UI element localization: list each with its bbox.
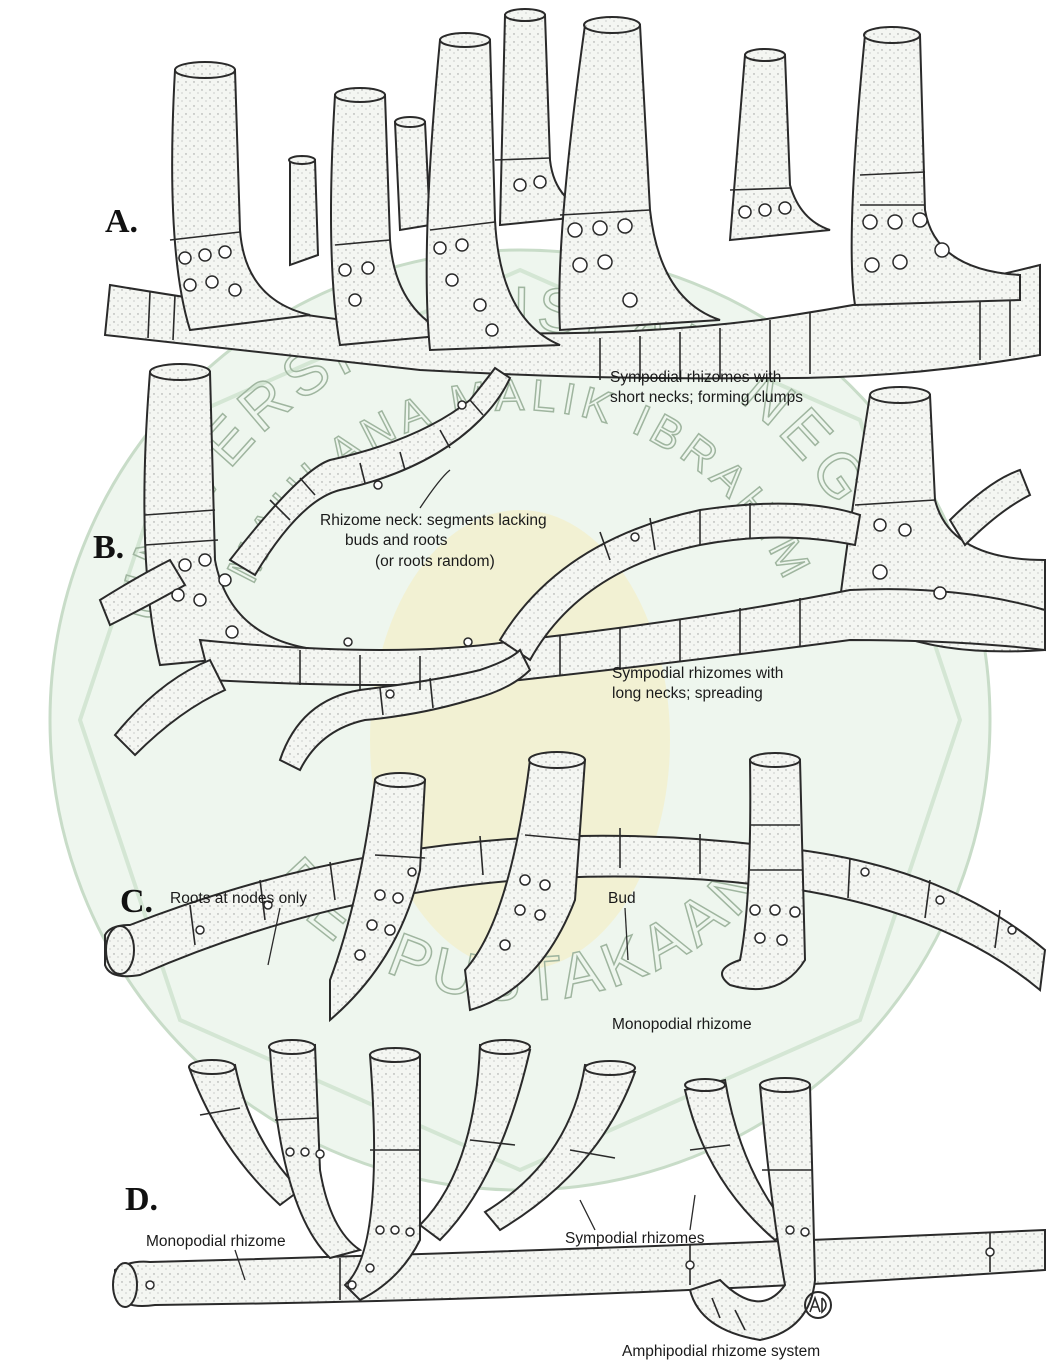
panel-letter-a: A.	[105, 203, 138, 240]
label-roots-at-nodes: Roots at nodes only	[170, 890, 307, 907]
label-neck-line1: Rhizome neck: segments lacking	[320, 512, 547, 529]
panel-a: A. Sympodial rhizomes with short necks; …	[105, 9, 1040, 406]
panel-letter-c: C.	[120, 883, 153, 920]
caption-c: Monopodial rhizome	[612, 1016, 752, 1033]
label-sympodial-d: Sympodial rhizomes	[565, 1230, 705, 1247]
caption-b-line1: Sympodial rhizomes with	[612, 665, 783, 682]
label-monopodial-d: Monopodial rhizome	[146, 1233, 286, 1250]
label-neck-line3: (or roots random)	[375, 553, 495, 570]
culms-a	[172, 9, 1020, 350]
caption-a-line2: short necks; forming clumps	[610, 389, 803, 406]
label-bud: Bud	[608, 890, 636, 907]
panel-letter-b: B.	[93, 529, 124, 566]
label-neck-line2: buds and roots	[345, 532, 448, 549]
caption-a-line1: Sympodial rhizomes with	[610, 369, 781, 386]
caption-b-line2: long necks; spreading	[612, 685, 763, 702]
caption-d: Amphipodial rhizome system	[622, 1343, 820, 1360]
panel-letter-d: D.	[125, 1181, 158, 1218]
